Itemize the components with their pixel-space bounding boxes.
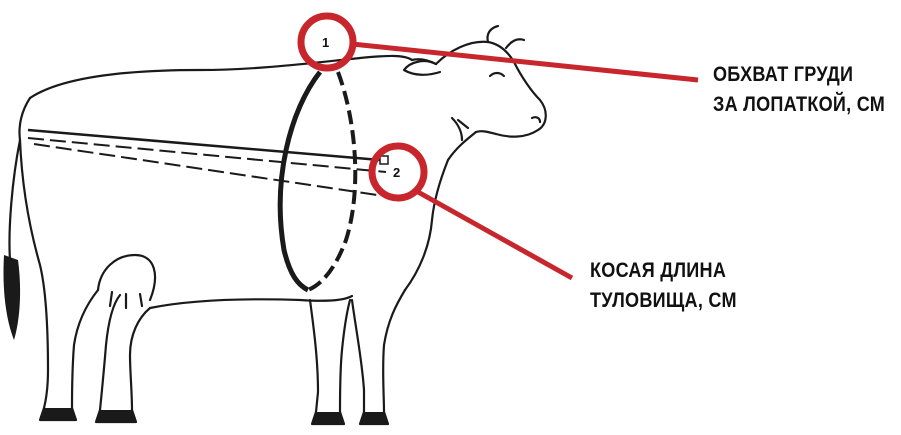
label-chest-girth: ОБХВАТ ГРУДИ ЗА ЛОПАТКОЙ, СМ xyxy=(713,60,885,120)
label-chest-girth-line-1: ОБХВАТ ГРУДИ xyxy=(713,60,885,90)
label-chest-girth-line-2: ЗА ЛОПАТКОЙ, СМ xyxy=(713,90,885,120)
label-oblique-body-length-line-2: ТУЛОВИЩА, СМ xyxy=(590,286,737,316)
label-oblique-body-length: КОСАЯ ДЛИНА ТУЛОВИЩА, СМ xyxy=(590,256,737,316)
marker-1-number: 1 xyxy=(322,35,329,50)
leader-line-1 xyxy=(352,44,698,80)
leader-line-2 xyxy=(418,192,572,278)
cow-tail xyxy=(3,140,20,340)
marker-2-number: 2 xyxy=(393,165,400,180)
marker-1: 1 xyxy=(301,16,353,68)
label-oblique-body-length-line-1: КОСАЯ ДЛИНА xyxy=(590,256,737,286)
measurement-lines xyxy=(28,72,388,290)
